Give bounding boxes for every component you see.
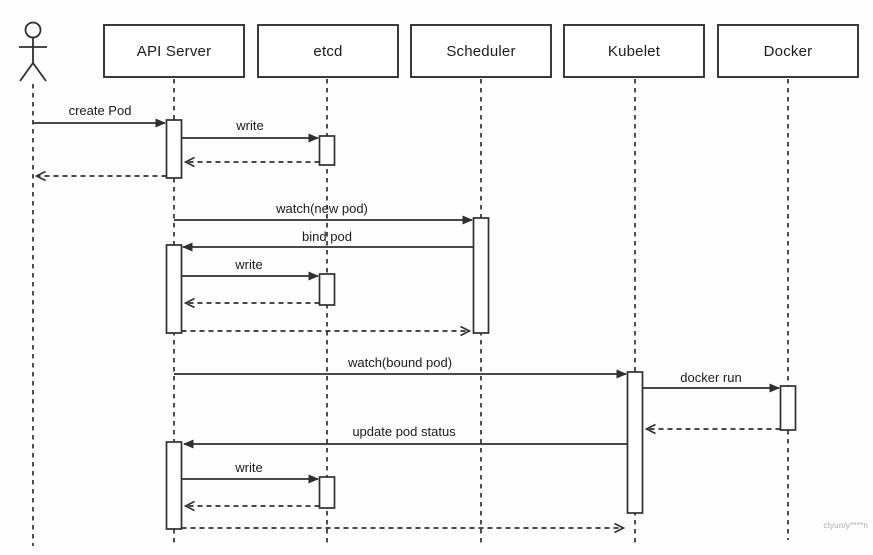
participant-etcd-label: etcd [313, 42, 343, 60]
activation-api-server-2 [165, 244, 183, 334]
message-label-bind-pod: bind pod [302, 229, 352, 244]
watermark-text: ctyun/y****n [823, 521, 868, 530]
participant-docker: Docker [717, 24, 859, 78]
message-label-create-pod: create Pod [68, 103, 132, 118]
participant-docker-label: Docker [763, 42, 813, 60]
participant-etcd: etcd [257, 24, 399, 78]
message-label-write-2: write [235, 257, 263, 272]
message-label-write-1: write [236, 118, 264, 133]
activation-api-server-1 [165, 119, 183, 179]
activation-scheduler [472, 217, 490, 334]
participant-kubelet: Kubelet [563, 24, 705, 78]
activation-kubelet [626, 371, 644, 514]
return-arrows [34, 156, 781, 534]
lifelines [32, 79, 789, 546]
message-label-write-3: write [235, 460, 263, 475]
participant-scheduler-label: Scheduler [446, 42, 516, 60]
participant-scheduler: Scheduler [410, 24, 552, 78]
actor-leg-left [19, 62, 34, 82]
actor-head [24, 21, 42, 39]
message-label-watch-bound-pod: watch(bound pod) [347, 355, 453, 370]
activation-docker [779, 385, 797, 431]
actor-leg-right [32, 62, 47, 82]
message-label-update-pod-status: update pod status [352, 424, 456, 439]
activation-bars [165, 119, 797, 530]
activation-api-server-3 [165, 441, 183, 530]
user-actor-icon [19, 21, 47, 82]
activation-etcd-3 [318, 476, 336, 509]
activation-etcd-2 [318, 273, 336, 306]
activation-etcd-1 [318, 135, 336, 166]
participant-api-server-label: API Server [136, 42, 212, 60]
message-label-watch-new-pod: watch(new pod) [276, 201, 368, 216]
participant-kubelet-label: Kubelet [607, 42, 661, 60]
participant-api-server: API Server [103, 24, 245, 78]
message-label-docker-run: docker run [680, 370, 742, 385]
call-arrows [33, 118, 780, 484]
